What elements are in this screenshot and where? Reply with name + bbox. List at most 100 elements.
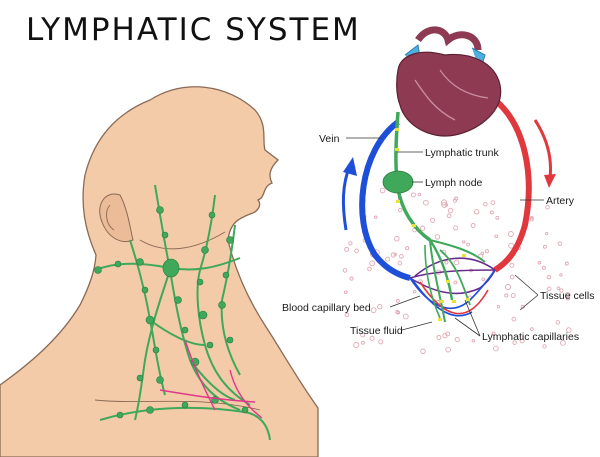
tissue-cell — [436, 335, 442, 340]
tissue-cell — [369, 260, 376, 267]
tissue-cell — [452, 198, 458, 203]
tissue-cell — [399, 253, 404, 259]
tissue-cell — [537, 261, 542, 265]
tissue-cell — [369, 335, 375, 341]
tissue-cell — [493, 345, 499, 352]
tissue-cell — [374, 215, 378, 219]
tissue-cell — [509, 274, 515, 280]
tissue-cell — [546, 286, 552, 292]
tissue-cell — [405, 246, 410, 251]
tissue-cell — [542, 244, 547, 249]
tissue-cell — [397, 260, 403, 266]
tissue-cell — [566, 296, 570, 301]
tissue-cell — [504, 284, 511, 291]
tissue-cell — [530, 327, 534, 331]
tissue-cell — [489, 210, 494, 215]
tissue-cell — [367, 266, 372, 272]
tissue-cell — [379, 187, 386, 194]
tissue-cell — [447, 207, 454, 214]
tissue-cell — [494, 234, 499, 239]
tissue-cell — [471, 339, 475, 343]
tissue-cell — [466, 242, 470, 247]
tissue-cell — [474, 209, 480, 215]
tissue-cell — [420, 348, 426, 355]
vein-arrow-head — [343, 157, 357, 176]
label-lymph-node: Lymph node — [425, 177, 483, 189]
tissue-cell — [559, 273, 563, 277]
label-tissue-cells: Tissue cells — [540, 290, 594, 302]
tissue-cell — [507, 231, 514, 237]
tissue-cell — [511, 316, 517, 322]
tissue-cell — [508, 242, 515, 249]
tissue-cell — [453, 280, 458, 285]
tissue-cell — [396, 299, 400, 303]
neck-lymph-nodes — [94, 206, 249, 419]
tissue-cell — [370, 307, 377, 314]
tissue-cell — [348, 241, 353, 246]
lymph-valves — [395, 128, 470, 321]
tissue-cell — [560, 340, 566, 346]
tissue-cell — [512, 340, 517, 345]
tissue-cell — [398, 207, 403, 213]
tissue-cell — [491, 331, 496, 336]
tissue-cell — [504, 293, 509, 298]
tissue-cell — [510, 293, 516, 299]
tissue-cell — [484, 249, 489, 254]
tissue-cell — [417, 192, 422, 197]
lymph-node-symbol — [382, 170, 414, 194]
tissue-cell — [545, 231, 549, 236]
tissue-cell — [342, 268, 348, 273]
label-artery: Artery — [546, 195, 575, 207]
tissue-cell — [555, 320, 561, 325]
artery-flow-arrow — [533, 119, 552, 179]
jaw-line — [139, 231, 226, 250]
tissue-cell — [395, 310, 400, 315]
tissue-cell — [542, 344, 547, 349]
tissue-cell — [393, 252, 397, 257]
tissue-cell — [546, 274, 552, 280]
vein-flow-arrow — [341, 164, 352, 231]
vein-vessel — [359, 119, 411, 281]
tissue-cell — [385, 256, 391, 262]
tissue-cell — [423, 199, 429, 206]
tissue-cell — [360, 340, 365, 345]
tissue-cell — [429, 217, 436, 223]
tissue-cell — [441, 201, 448, 208]
tissue-cell — [445, 346, 451, 353]
tissue-cell — [360, 332, 366, 338]
page-title: LYMPHATIC SYSTEM — [26, 12, 361, 48]
tissue-cell — [566, 327, 572, 333]
tissue-cell — [349, 276, 354, 281]
tissue-cell — [377, 304, 383, 310]
tissue-cell — [509, 262, 515, 268]
label-lymphatic-capillaries: Lymphatic capillaries — [482, 331, 579, 343]
tissue-cell — [480, 251, 485, 256]
tissue-cell — [556, 286, 561, 291]
tissue-cell — [353, 341, 360, 349]
head-silhouette — [0, 86, 319, 457]
tissue-cell — [441, 199, 448, 206]
tissue-cell — [394, 236, 400, 242]
tissue-cell — [344, 246, 350, 252]
tissue-cell — [470, 223, 476, 228]
label-vein: Vein — [319, 133, 340, 145]
tissue-cell — [541, 265, 546, 270]
tissue-cell — [453, 259, 460, 266]
tissue-cell — [454, 337, 460, 343]
tissue-cell — [519, 338, 525, 344]
tissue-cell — [402, 313, 409, 320]
artery-arrow-head — [544, 174, 556, 188]
neck-arteries — [159, 339, 263, 419]
tissue-cell — [564, 261, 569, 266]
tissue-cell — [419, 225, 426, 231]
tissue-cell — [559, 288, 564, 293]
tissue-cell — [390, 252, 397, 258]
tissue-cell — [446, 213, 452, 219]
tissue-cell — [529, 217, 534, 222]
tissue-cell — [496, 305, 501, 309]
label-blood-capillary-bed: Blood capillary bed — [282, 302, 371, 314]
tissue-cell — [410, 192, 416, 198]
tissue-cell — [557, 241, 563, 246]
tissue-cell — [444, 260, 449, 265]
tissue-cell — [453, 225, 459, 231]
